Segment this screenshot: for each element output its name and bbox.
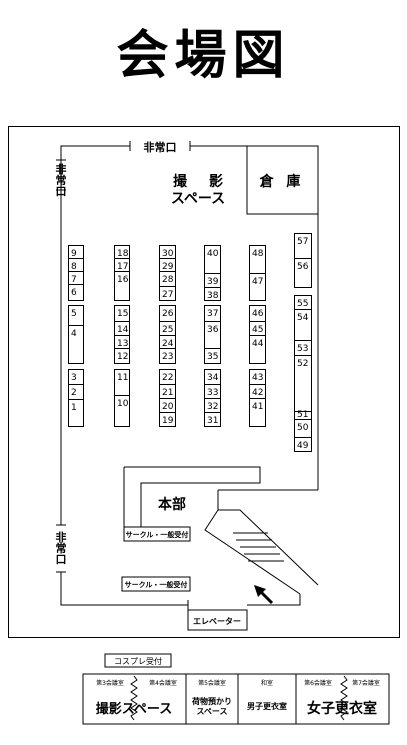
booth-number: 57 [297, 237, 308, 247]
booth-number: 25 [162, 325, 173, 335]
booth-number: 41 [252, 402, 263, 412]
circle-reception-label-2: サークル・一般受付 [125, 580, 188, 589]
booth-number: 11 [117, 373, 128, 383]
booth-number: 30 [162, 249, 174, 259]
booth-number: 4 [71, 329, 77, 339]
booth-number: 42 [252, 388, 263, 398]
storage-label: 倉 庫 [259, 173, 305, 190]
emergency-exit-bottom-label: 口 [56, 553, 67, 566]
cosplay-reception-box [104, 653, 172, 668]
booth-block [68, 245, 84, 301]
booth-number: 53 [297, 344, 308, 354]
room-label: 第4会議室 [149, 679, 177, 687]
photo-space-label-1: 撮 影 [173, 173, 227, 190]
booth-number: 45 [252, 325, 263, 335]
booth-number: 43 [252, 373, 263, 383]
booth-block [114, 369, 130, 427]
booth-number: 10 [117, 399, 129, 409]
entrance-arrow-icon [254, 585, 274, 605]
room-label: 第3会議室 [96, 679, 124, 687]
booth-number: 36 [207, 325, 219, 335]
elevator-label: エレベーター [193, 616, 241, 626]
booth-number: 23 [162, 352, 173, 362]
room-label: 和室 [261, 679, 273, 687]
booth-number: 15 [117, 309, 128, 319]
booth-number: 37 [207, 309, 218, 319]
booth-number: 2 [71, 388, 77, 398]
room-label: 第5会議室 [198, 679, 226, 687]
booth-number: 12 [117, 352, 128, 362]
booth-number: 14 [117, 325, 129, 335]
booth-number: 54 [297, 313, 309, 323]
booth-block [114, 245, 130, 301]
booth-number: 5 [71, 309, 77, 319]
booth-number: 50 [297, 423, 309, 433]
booth-number: 32 [207, 402, 218, 412]
emergency-exit-bottom-label: 非 [56, 530, 67, 544]
booth-number: 7 [71, 275, 77, 285]
booth-number: 51 [297, 410, 308, 420]
booth-number: 44 [252, 339, 264, 349]
photo-space-label-2: スペース [171, 191, 225, 207]
womens-changing-room-label: 女子更衣室 [307, 700, 377, 717]
booth-number: 38 [207, 291, 219, 301]
booth-number: 33 [207, 388, 218, 398]
annex-photo-space-label: 撮影スペース [96, 701, 172, 717]
luggage-space-label-2: スペース [196, 707, 227, 716]
booth-number: 29 [162, 262, 174, 272]
booth-number: 47 [252, 277, 263, 287]
emergency-exit-bottom-label: 常 [56, 541, 67, 555]
headquarters-label: 本部 [158, 496, 186, 513]
emergency-exit-left-label: 口 [56, 185, 67, 198]
booth-number: 19 [162, 416, 174, 426]
booth-number: 26 [162, 309, 174, 319]
booth-number: 31 [207, 416, 218, 426]
booth-number: 18 [117, 249, 129, 259]
booth-number: 56 [297, 262, 309, 272]
luggage-space-label-1: 荷物預かり [191, 696, 232, 706]
booth-number: 20 [162, 402, 174, 412]
booth-number: 17 [117, 262, 128, 272]
booth-number: 52 [297, 359, 308, 369]
emergency-exit-left-label: 常 [56, 173, 67, 187]
booth-block [249, 305, 266, 364]
cosplay-reception-label: コスプレ受付 [114, 656, 162, 666]
booth-number: 28 [162, 275, 174, 285]
emergency-exit-top-label: 非常口 [144, 140, 177, 154]
booth-number: 21 [162, 388, 173, 398]
booth-block [294, 233, 312, 288]
booth-number: 55 [297, 299, 308, 309]
booth-block [68, 305, 84, 364]
booth-number: 13 [117, 339, 128, 349]
booth-number: 34 [207, 373, 219, 383]
booth-number: 49 [297, 441, 309, 451]
annex-rooms-frame [82, 673, 390, 725]
walls [56, 141, 319, 631]
booth-number: 39 [207, 277, 219, 287]
booth-number: 27 [162, 290, 173, 300]
emergency-exit-left-label: 非 [56, 162, 67, 176]
booth-number: 46 [252, 309, 264, 319]
circle-reception-label-1: サークル・一般受付 [126, 530, 189, 539]
booth-number: 24 [162, 339, 174, 349]
booth-number: 9 [71, 249, 77, 259]
booth-number: 22 [162, 373, 173, 383]
mens-changing-room-label: 男子更衣室 [247, 701, 287, 711]
room-label: 第6会議室 [304, 679, 332, 687]
page-title: 会場図 [116, 26, 291, 86]
booth-block [68, 369, 84, 427]
room-label: 第7会議室 [352, 679, 380, 687]
booth-number: 16 [117, 275, 129, 285]
booth-number: 6 [71, 288, 77, 298]
booth-number: 35 [207, 352, 218, 362]
booth-number: 1 [71, 403, 77, 413]
booth-number: 8 [71, 262, 77, 272]
booth-number: 40 [207, 249, 219, 259]
booth-number: 3 [71, 373, 77, 383]
booth-number: 48 [252, 249, 264, 259]
map-frame [8, 126, 400, 638]
